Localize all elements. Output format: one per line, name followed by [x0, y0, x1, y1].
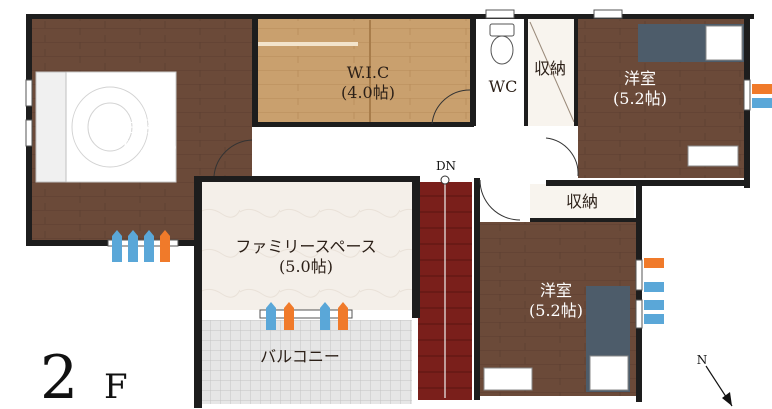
- room-labels: 主寝室 (7.5帖) W.I.C (4.0帖) WC 収納 洋室 (5.2帖) …: [123, 59, 667, 366]
- compass-north-label: N: [697, 353, 708, 367]
- master-size: (7.5帖): [123, 137, 177, 156]
- compass: N: [697, 353, 733, 407]
- floor-number: 2: [40, 343, 78, 409]
- room-ne-name: 洋室: [624, 69, 656, 88]
- wic-name: W.I.C: [347, 63, 389, 82]
- storage-top-name: 収納: [534, 59, 566, 78]
- master-name: 主寝室: [126, 117, 174, 136]
- room-se-name: 洋室: [540, 281, 572, 300]
- stairs-dn-label: DN: [436, 159, 456, 173]
- wic-floor: [258, 18, 472, 126]
- wic-size: (4.0帖): [341, 83, 395, 102]
- storage-mid-floor: [530, 184, 634, 220]
- room-ne-size: (5.2帖): [613, 89, 667, 108]
- balcony-name: バルコニー: [260, 347, 340, 366]
- balcony-floor: [200, 320, 412, 404]
- bed-se: [586, 286, 630, 392]
- ventilation-arrows: [112, 84, 772, 330]
- family-size: (5.0帖): [279, 257, 333, 276]
- family-space-floor: [200, 180, 412, 310]
- hallway-floor: [252, 126, 546, 180]
- wc-name: WC: [489, 77, 518, 96]
- toilet-icon: [489, 23, 515, 65]
- stairs: [418, 175, 472, 400]
- floor-label: 2 F: [40, 343, 128, 409]
- door-swings: [213, 89, 579, 221]
- desk-ne: [687, 145, 739, 167]
- family-name: ファミリースペース: [235, 237, 376, 256]
- windows: [25, 9, 751, 329]
- floor-letter: F: [104, 367, 128, 407]
- storage-mid-name: 収納: [566, 192, 598, 211]
- master-bed: [35, 71, 177, 183]
- bed-ne: [638, 24, 744, 62]
- desk-se: [483, 367, 533, 391]
- room-se-size: (5.2帖): [529, 301, 583, 320]
